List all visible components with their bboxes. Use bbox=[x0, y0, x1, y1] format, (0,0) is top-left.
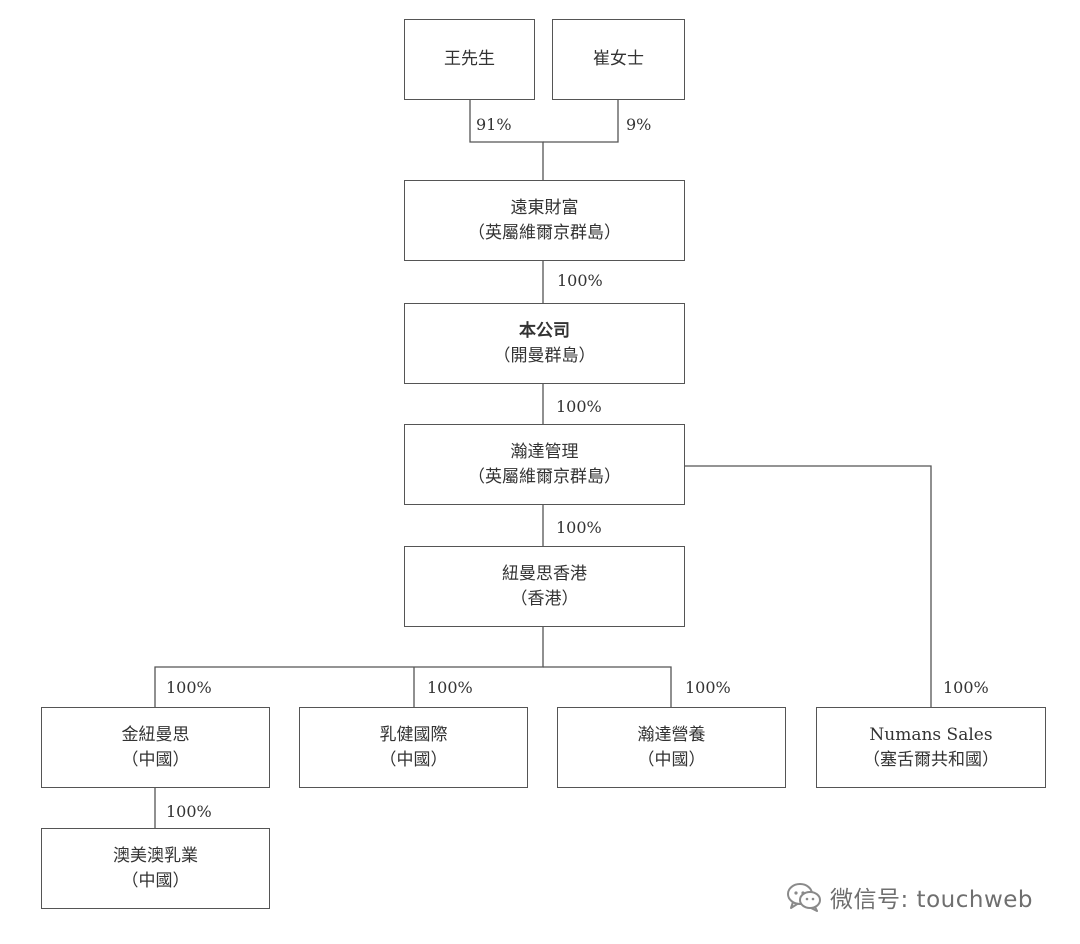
ownership-percent-handa-mgmt: 100% bbox=[556, 397, 602, 416]
connector-mr-wang-to-far-east-wealth bbox=[469, 100, 544, 180]
entity-name: 澳美澳乳業 bbox=[113, 845, 198, 866]
connector-handa-mgmt-to-numans-sales bbox=[685, 465, 932, 707]
entity-jurisdiction: （英屬維爾京群島） bbox=[468, 222, 621, 243]
entity-jurisdiction: （中國） bbox=[379, 749, 448, 770]
watermark: 微信号: touchweb bbox=[786, 880, 1033, 914]
connector-numans-hk-to-handa-nutrition bbox=[543, 666, 672, 707]
ownership-percent-company: 100% bbox=[557, 271, 603, 290]
entity-name: 王先生 bbox=[444, 49, 495, 69]
ownership-percent-far-east-wealth: 91% bbox=[476, 115, 512, 134]
entity-box-numans-hk: 紐曼思香港 （香港） bbox=[404, 546, 685, 627]
ownership-percent-handa-nutrition: 100% bbox=[685, 678, 731, 697]
ownership-percent-rujian-intl: 100% bbox=[427, 678, 473, 697]
entity-name: 瀚達營養 bbox=[637, 724, 706, 745]
watermark-text: 微信号: touchweb bbox=[830, 887, 1034, 913]
connector-numans-hk-to-jin-numans bbox=[154, 627, 544, 707]
connector-ms-cui-to-far-east-wealth bbox=[543, 100, 619, 143]
entity-box-mr-wang: 王先生 bbox=[404, 19, 535, 100]
entity-box-handa-mgmt: 瀚達管理 （英屬維爾京群島） bbox=[404, 424, 685, 505]
entity-jurisdiction: （中國） bbox=[121, 870, 190, 891]
ownership-percent-numans-sales: 100% bbox=[943, 678, 989, 697]
entity-name: 紐曼思香港 bbox=[502, 563, 587, 584]
entity-name: Numans Sales bbox=[869, 724, 993, 745]
ownership-percent-far-east-wealth: 9% bbox=[626, 115, 652, 134]
entity-jurisdiction: （中國） bbox=[637, 749, 706, 770]
entity-box-ms-cui: 崔女士 bbox=[552, 19, 685, 100]
entity-name: 本公司 bbox=[519, 320, 570, 341]
entity-box-jin-numans: 金紐曼思 （中國） bbox=[41, 707, 270, 788]
ownership-percent-aumeiao-dairy: 100% bbox=[166, 802, 212, 821]
entity-name: 瀚達管理 bbox=[510, 441, 579, 462]
wechat-icon bbox=[787, 883, 821, 912]
entity-jurisdiction: （開曼群島） bbox=[493, 345, 596, 366]
entity-jurisdiction: （英屬維爾京群島） bbox=[468, 466, 621, 487]
entity-box-numans-sales: Numans Sales （塞舌爾共和國） bbox=[816, 707, 1046, 788]
entity-name: 乳健國際 bbox=[379, 724, 448, 745]
entity-box-far-east-wealth: 遠東財富 （英屬維爾京群島） bbox=[404, 180, 685, 261]
entity-box-aumeiao-dairy: 澳美澳乳業 （中國） bbox=[41, 828, 270, 909]
entity-jurisdiction: （塞舌爾共和國） bbox=[863, 749, 999, 770]
entity-box-rujian-intl: 乳健國際 （中國） bbox=[299, 707, 528, 788]
entity-name: 金紐曼思 bbox=[121, 724, 190, 745]
ownership-percent-numans-hk: 100% bbox=[556, 518, 602, 537]
ownership-percent-jin-numans: 100% bbox=[166, 678, 212, 697]
entity-box-handa-nutrition: 瀚達營養 （中國） bbox=[557, 707, 786, 788]
entity-jurisdiction: （中國） bbox=[121, 749, 190, 770]
entity-box-company: 本公司 （開曼群島） bbox=[404, 303, 685, 384]
entity-name: 遠東財富 bbox=[510, 197, 579, 218]
entity-jurisdiction: （香港） bbox=[510, 588, 579, 609]
entity-name: 崔女士 bbox=[593, 49, 644, 69]
